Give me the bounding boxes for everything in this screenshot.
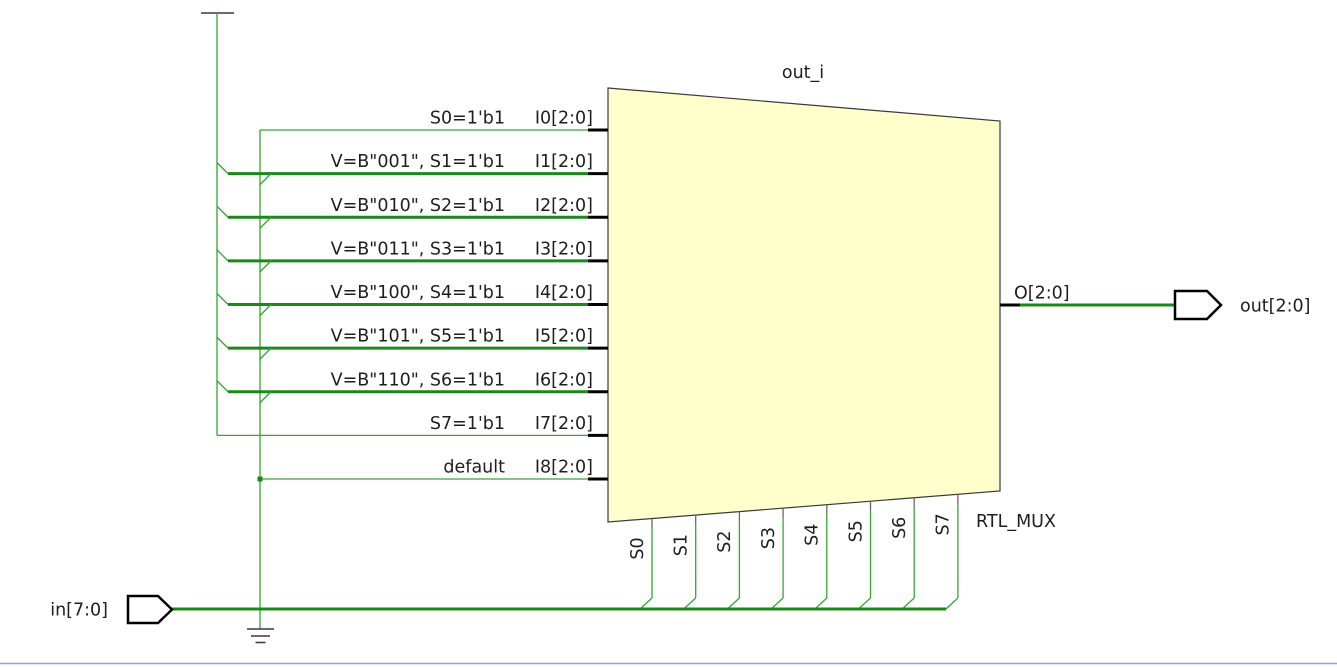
select-pin-label-s6: S6 <box>890 517 910 539</box>
gnd-ripper-i5 <box>259 347 272 360</box>
output-port-label: out[2:0] <box>1240 297 1310 317</box>
input-condition-label-i0: S0=1'b1 <box>430 109 505 129</box>
gnd-ripper-i2 <box>259 216 272 229</box>
cell-type-label: RTL_MUX <box>976 512 1056 532</box>
mux-cell-body[interactable] <box>607 87 1001 523</box>
select-pin-label-s4: S4 <box>803 524 823 546</box>
select-ripper-s1 <box>683 597 697 610</box>
input-condition-label-i2: V=B"010", S2=1'b1 <box>331 196 505 216</box>
vcc-ripper-i1 <box>216 162 229 175</box>
vcc-ripper-i6 <box>216 380 229 393</box>
input-condition-label-i5: V=B"101", S5=1'b1 <box>331 327 505 347</box>
select-ripper-s4 <box>814 597 828 610</box>
net-junction-dot <box>257 476 263 482</box>
gnd-ripper-i1 <box>259 173 272 186</box>
select-pin-label-s2: S2 <box>715 530 735 552</box>
input-port-label: in[7:0] <box>50 601 108 621</box>
select-pin-label-s1: S1 <box>672 534 692 556</box>
input-pin-label-i0: I0[2:0] <box>535 109 593 129</box>
vcc-ripper-i5 <box>216 336 229 349</box>
select-pin-label-s3: S3 <box>759 527 779 549</box>
input-pin-label-i8: I8[2:0] <box>535 458 593 478</box>
gnd-ripper-i6 <box>259 391 272 404</box>
ground-symbol[interactable] <box>247 628 274 644</box>
output-port[interactable] <box>1173 289 1223 321</box>
select-pin-label-s0: S0 <box>628 537 648 559</box>
mux-cell[interactable] <box>588 87 1020 529</box>
cell-instance-name: out_i <box>782 63 824 83</box>
input-condition-label-i4: V=B"100", S4=1'b1 <box>331 283 505 303</box>
output-pin-label: O[2:0] <box>1014 284 1070 304</box>
select-pin-label-s7: S7 <box>934 513 954 535</box>
input-condition-label-i8: default <box>443 458 505 478</box>
select-ripper-s7 <box>945 597 959 610</box>
top-level-ports <box>126 289 1223 625</box>
input-pin-label-i1: I1[2:0] <box>535 152 593 172</box>
input-pin-label-i4: I4[2:0] <box>535 283 593 303</box>
nets <box>172 129 1175 611</box>
select-ripper-s5 <box>858 597 871 610</box>
vcc-ripper-i3 <box>216 249 229 262</box>
select-ripper-s3 <box>770 597 784 610</box>
gnd-ripper-i3 <box>259 260 272 273</box>
select-ripper-s0 <box>639 597 653 610</box>
input-condition-label-i1: V=B"001", S1=1'b1 <box>331 152 505 172</box>
input-pin-label-i7: I7[2:0] <box>535 414 593 434</box>
select-ripper-s2 <box>726 597 740 610</box>
input-pin-label-i3: I3[2:0] <box>535 239 593 259</box>
select-pin-label-s5: S5 <box>846 520 866 542</box>
input-port[interactable] <box>126 594 174 625</box>
input-condition-label-i7: S7=1'b1 <box>430 414 505 434</box>
input-pin-label-i5: I5[2:0] <box>535 327 593 347</box>
input-condition-label-i6: V=B"110", S6=1'b1 <box>331 370 505 390</box>
vcc-ripper-i4 <box>216 293 229 305</box>
gnd-ripper-i4 <box>259 304 272 316</box>
input-pin-label-i2: I2[2:0] <box>535 196 593 216</box>
vcc-ripper-i2 <box>216 205 229 218</box>
input-pin-label-i6: I6[2:0] <box>535 370 593 390</box>
select-ripper-s6 <box>901 597 915 610</box>
input-condition-label-i3: V=B"011", S3=1'b1 <box>331 239 505 259</box>
power-and-ground-nets <box>201 12 274 644</box>
